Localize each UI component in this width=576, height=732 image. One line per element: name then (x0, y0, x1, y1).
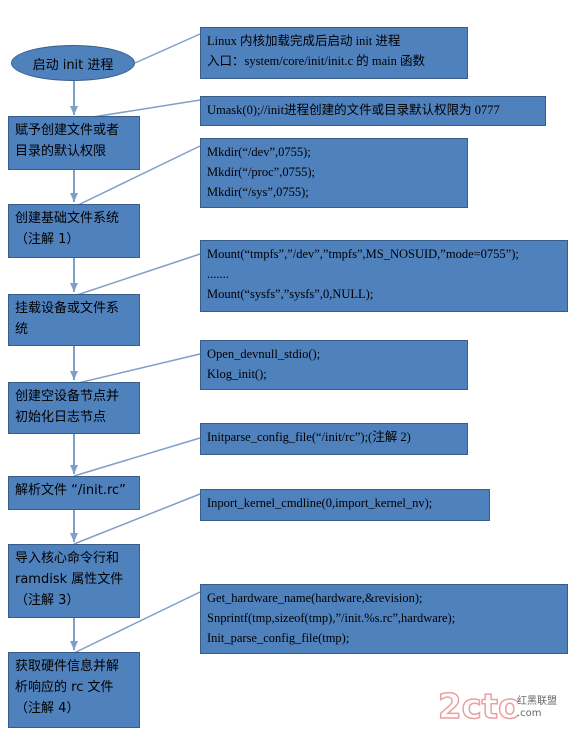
start-init-node: 启动 init 进程 (11, 45, 135, 81)
note-text: Initparse_config_file(“/init/rc”);(注解 2) (207, 430, 411, 444)
note-text: Inport_kernel_cmdline(0,import_kernel_nv… (207, 496, 433, 510)
note-text: Mount(“sysfs”,”sysfs”,0,NULL); (207, 287, 374, 301)
step-text: 解析文件 “/init.rc” (15, 483, 126, 498)
note-parse-config: Initparse_config_file(“/init/rc”);(注解 2) (200, 423, 468, 455)
step-text: （注解 1） (15, 232, 80, 247)
step-text: 创建空设备节点并 (15, 389, 120, 404)
step-text: 目录的默认权限 (15, 144, 107, 159)
note-text: Snprintf(tmp,sizeof(tmp),”/init.%s.rc”,h… (207, 611, 456, 625)
note-mount: Mount(“tmpfs”,”/dev”,”tmpfs”,MS_NOSUID,”… (200, 240, 568, 312)
note-text: Open_devnull_stdio(); (207, 347, 321, 361)
note-mkdir: Mkdir(“/dev”,0755); Mkdir(“/proc”,0755);… (200, 138, 468, 208)
watermark-caption: 红黑联盟 .com (517, 696, 557, 720)
callout-line (73, 353, 201, 385)
note-text: Klog_init(); (207, 367, 267, 381)
callout-line (73, 145, 201, 208)
step-text: 创建基础文件系统 (15, 211, 120, 226)
note-text: Mkdir(“/sys”,0755); (207, 185, 309, 199)
step-text: 导入核心命令行和 (15, 551, 120, 566)
step-default-permissions: 赋予创建文件或者 目录的默认权限 (8, 116, 140, 170)
step-text: 赋予创建文件或者 (15, 123, 120, 138)
watermark-sub: .com (517, 708, 542, 719)
step-import-cmdline: 导入核心命令行和 ramdisk 属性文件 （注解 3） (8, 544, 140, 618)
step-text: 析响应的 rc 文件 (15, 680, 114, 695)
watermark-main: 2cto (438, 687, 518, 727)
note-text: Mkdir(“/dev”,0755); (207, 145, 311, 159)
callout-line (134, 33, 201, 64)
step-text: 统 (15, 322, 29, 337)
step-parse-init-rc: 解析文件 “/init.rc” (8, 476, 140, 510)
note-devnull-klog: Open_devnull_stdio(); Klog_init(); (200, 340, 468, 390)
step-text: （注解 4） (15, 701, 80, 716)
note-text: Linux 内核加载完成后启动 init 进程 (207, 34, 401, 48)
callout-line (73, 591, 201, 654)
note-kernel-entry: Linux 内核加载完成后启动 init 进程 入口：system/core/i… (200, 27, 468, 79)
note-hardware: Get_hardware_name(hardware,&revision); S… (200, 584, 568, 654)
step-hardware-info: 获取硬件信息并解 析响应的 rc 文件 （注解 4） (8, 652, 140, 728)
note-import-kernel: Inport_kernel_cmdline(0,import_kernel_nv… (200, 489, 490, 521)
callout-line (73, 253, 201, 297)
step-text: 获取硬件信息并解 (15, 659, 120, 674)
step-text: 挂载设备或文件系 (15, 301, 120, 316)
callout-line (73, 437, 201, 477)
note-text: Mkdir(“/proc”,0755); (207, 165, 315, 179)
note-umask: Umask(0);//init进程创建的文件或目录默认权限为 0777 (200, 96, 546, 126)
start-label: 启动 init 进程 (32, 57, 114, 73)
note-text: Init_parse_config_file(tmp); (207, 631, 350, 645)
note-text: Get_hardware_name(hardware,&revision); (207, 591, 423, 605)
step-text: 初始化日志节点 (15, 410, 107, 425)
step-text: （注解 3） (15, 593, 80, 608)
note-text: Mount(“tmpfs”,”/dev”,”tmpfs”,MS_NOSUID,”… (207, 247, 519, 261)
note-text: 入口：system/core/init/init.c 的 main 函数 (207, 54, 426, 68)
step-create-base-fs: 创建基础文件系统 （注解 1） (8, 204, 140, 258)
watermark-sub: 红黑联盟 (517, 696, 557, 707)
note-text: ....... (207, 267, 229, 281)
callout-line (73, 493, 201, 545)
step-text: ramdisk 属性文件 (15, 572, 124, 587)
step-mount-devices: 挂载设备或文件系 统 (8, 294, 140, 346)
note-text: Umask(0);//init进程创建的文件或目录默认权限为 0777 (207, 103, 500, 117)
watermark-logo: 2cto (438, 686, 518, 728)
step-null-device-log: 创建空设备节点并 初始化日志节点 (8, 382, 140, 434)
